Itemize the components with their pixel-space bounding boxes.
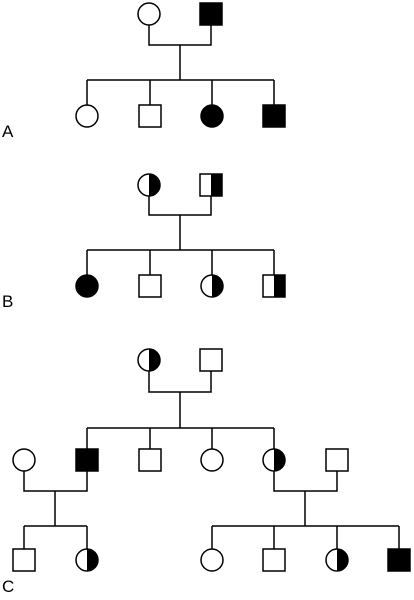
panel-b-label: B — [2, 292, 13, 311]
parent-male — [199, 348, 223, 372]
grandchild-female — [325, 548, 349, 572]
child-male — [138, 104, 162, 128]
panel-b-individuals — [75, 173, 286, 298]
grandchild-drop-lines-left — [23, 526, 88, 549]
panel-c: C — [2, 348, 411, 596]
parent-female — [137, 2, 161, 26]
grandchild-female — [75, 548, 99, 572]
child-drop-lines — [86, 428, 275, 449]
spouse-male — [325, 448, 349, 472]
child-female — [200, 448, 224, 472]
panel-c-lines — [23, 370, 400, 549]
child-male — [75, 448, 99, 472]
couple-line-right — [273, 471, 338, 492]
panel-b-lines — [86, 195, 275, 275]
grandchild-male — [12, 548, 36, 572]
parent-female — [137, 348, 161, 372]
panel-a-lines — [86, 24, 275, 105]
spouse-female — [12, 448, 36, 472]
child-male — [138, 448, 162, 472]
panel-a-label: A — [2, 122, 14, 141]
grandchild-male — [387, 548, 411, 572]
child-male — [262, 274, 286, 298]
child-female — [75, 104, 99, 128]
child-male — [262, 104, 286, 128]
child-drop-lines — [86, 250, 275, 275]
grandchild-male — [262, 548, 286, 572]
couple-line — [148, 370, 212, 393]
child-female — [200, 274, 224, 298]
child-male — [138, 274, 162, 298]
grandchild-drop-lines-right — [211, 526, 400, 549]
panel-a: A — [2, 2, 286, 141]
parent-male — [199, 173, 223, 197]
panel-a-individuals — [75, 2, 286, 128]
child-drop-lines — [86, 80, 275, 105]
grandchild-female — [200, 548, 224, 572]
parent-male — [199, 2, 223, 26]
parent-female — [137, 173, 161, 197]
panel-b: B — [2, 173, 286, 311]
child-female — [75, 274, 99, 298]
couple-line — [148, 24, 212, 46]
couple-line-left — [23, 471, 88, 492]
child-female — [200, 104, 224, 128]
panel-c-individuals — [12, 348, 411, 572]
child-female — [262, 448, 286, 472]
panel-c-label: C — [2, 577, 14, 596]
couple-line — [148, 195, 212, 216]
